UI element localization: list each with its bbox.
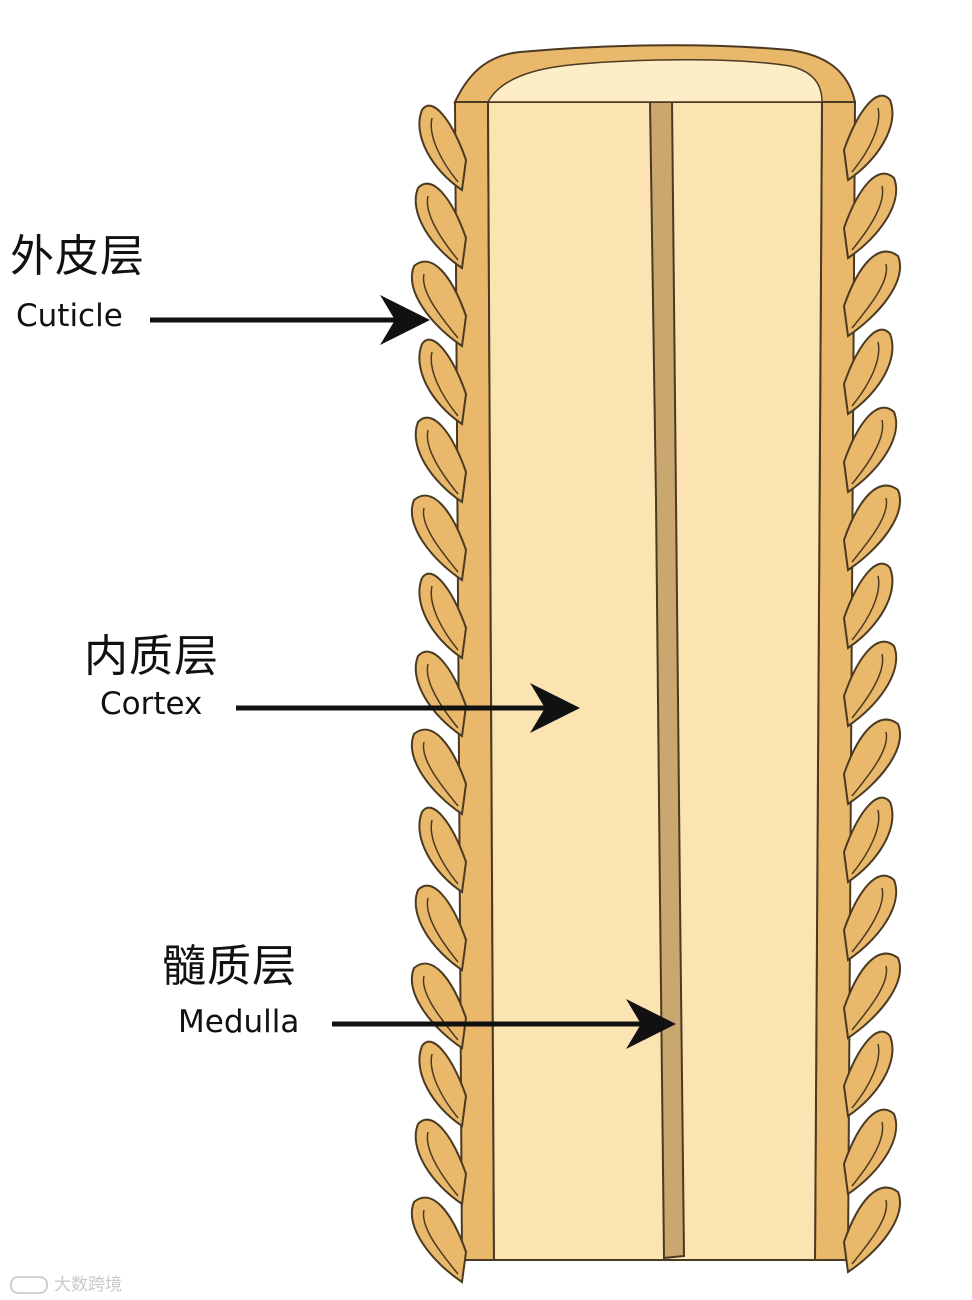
cuticle-scale-right-fold bbox=[851, 107, 880, 173]
cuticle-scale-left bbox=[414, 182, 468, 270]
cuticle-scale-right-fold bbox=[851, 497, 888, 563]
cuticle-scale-left-fold bbox=[430, 819, 459, 885]
medulla-core bbox=[648, 98, 686, 1260]
medulla-label-zh: 髓质层 bbox=[162, 941, 297, 992]
shaft-top-cap-inner bbox=[486, 58, 823, 103]
watermark: 大数跨境 bbox=[10, 1270, 122, 1295]
cuticle-scale-right bbox=[842, 1186, 901, 1274]
cuticle-scale-left-fold bbox=[422, 741, 459, 807]
cuticle-scale-left-fold bbox=[430, 351, 459, 417]
cuticle-scale-right-fold bbox=[851, 1043, 880, 1109]
cuticle-scale-right bbox=[842, 796, 894, 884]
arrows bbox=[150, 295, 676, 1049]
cuticle-scale-right-fold bbox=[851, 419, 884, 485]
cuticle-scale-left-fold bbox=[422, 1209, 459, 1275]
cuticle-scale-right-fold bbox=[851, 653, 884, 719]
cuticle-scales-left bbox=[411, 104, 468, 1284]
cuticle-scale-right bbox=[842, 94, 894, 182]
cuticle-scale-right bbox=[842, 718, 901, 806]
cuticle-scale-right-fold bbox=[851, 341, 880, 407]
cuticle-scale-left-fold bbox=[426, 897, 459, 963]
cuticle-scale-left-fold bbox=[426, 195, 459, 261]
cuticle-scale-left-fold bbox=[422, 975, 459, 1041]
cuticle-scale-right-fold bbox=[851, 965, 888, 1031]
cuticle-scale-right bbox=[842, 1108, 898, 1196]
cuticle-scale-right-fold bbox=[851, 1199, 888, 1265]
cuticle-label-zh: 外皮层 bbox=[10, 231, 145, 282]
cuticle-scale-right-fold bbox=[851, 263, 888, 329]
cuticle-scale-left-fold bbox=[422, 507, 459, 573]
cuticle-scale-right-fold bbox=[851, 185, 884, 251]
cortex-label-zh: 内质层 bbox=[84, 631, 219, 682]
cuticle-scale-left bbox=[411, 260, 468, 348]
cuticle-scale-left-fold bbox=[422, 273, 459, 339]
cuticle-scale-right-fold bbox=[851, 1121, 884, 1187]
hair-shaft bbox=[453, 44, 857, 1261]
cuticle-scale-left bbox=[414, 416, 468, 504]
watermark-text: 大数跨境 bbox=[54, 1275, 122, 1295]
cuticle-scale-left-fold bbox=[430, 1053, 459, 1119]
cuticle-scale-right bbox=[842, 952, 901, 1040]
cuticle-scale-left-fold bbox=[426, 429, 459, 495]
cuticle-scale-right bbox=[842, 874, 898, 962]
cuticle-scale-left-fold bbox=[426, 1131, 459, 1197]
cortex-label-en: Cortex bbox=[100, 686, 203, 722]
cuticle-scale-left bbox=[411, 728, 468, 816]
watermark-logo-icon bbox=[10, 1276, 48, 1294]
cuticle-scale-right-fold bbox=[851, 887, 884, 953]
cuticle-scale-left bbox=[414, 1118, 468, 1206]
cuticle-scale-right-fold bbox=[851, 575, 880, 641]
cuticle-label-en: Cuticle bbox=[16, 298, 123, 334]
cuticle-scale-right bbox=[842, 328, 894, 416]
cuticle-scale-left bbox=[418, 1040, 468, 1128]
cuticle-scale-left bbox=[414, 884, 468, 972]
cuticle-scale-left bbox=[411, 962, 468, 1050]
cuticle-scale-left bbox=[411, 494, 468, 582]
cuticle-scale-right-fold bbox=[851, 809, 880, 875]
cuticle-scale-left-fold bbox=[430, 117, 459, 183]
cuticle-scales-right bbox=[842, 94, 901, 1274]
cuticle-scale-left-fold bbox=[426, 663, 459, 729]
cuticle-scale-right bbox=[842, 562, 894, 650]
cuticle-scale-right bbox=[842, 1030, 894, 1118]
cuticle-scale-left bbox=[411, 1196, 468, 1284]
cuticle-scale-left bbox=[414, 650, 468, 738]
medulla-label-en: Medulla bbox=[178, 1004, 300, 1040]
cuticle-scale-left-fold bbox=[430, 585, 459, 651]
cuticle-scale-right-fold bbox=[851, 731, 888, 797]
